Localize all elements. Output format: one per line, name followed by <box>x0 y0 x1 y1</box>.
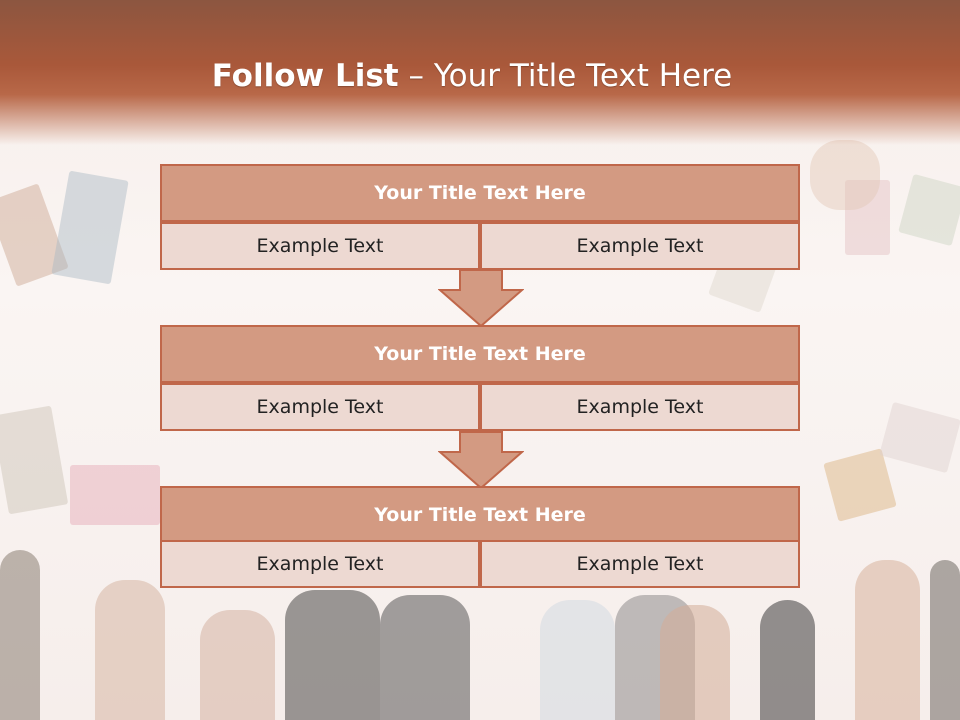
block-title: Your Title Text Here <box>160 325 800 383</box>
block-title: Your Title Text Here <box>160 486 800 544</box>
slide-title-rest: – Your Title Text Here <box>398 58 733 94</box>
down-arrow-icon <box>438 431 524 490</box>
block-title: Your Title Text Here <box>160 164 800 222</box>
block-right-text: Example Text <box>480 383 800 431</box>
block-left-text: Example Text <box>160 383 480 431</box>
title-bar <box>0 0 960 145</box>
block-right-text: Example Text <box>480 222 800 270</box>
block-left-text: Example Text <box>160 540 480 588</box>
block-right-text: Example Text <box>480 540 800 588</box>
down-arrow-icon <box>438 269 524 328</box>
slide-title-bold: Follow List <box>211 58 399 94</box>
slide-title: Follow List – Your Title Text Here <box>0 56 944 96</box>
block-left-text: Example Text <box>160 222 480 270</box>
